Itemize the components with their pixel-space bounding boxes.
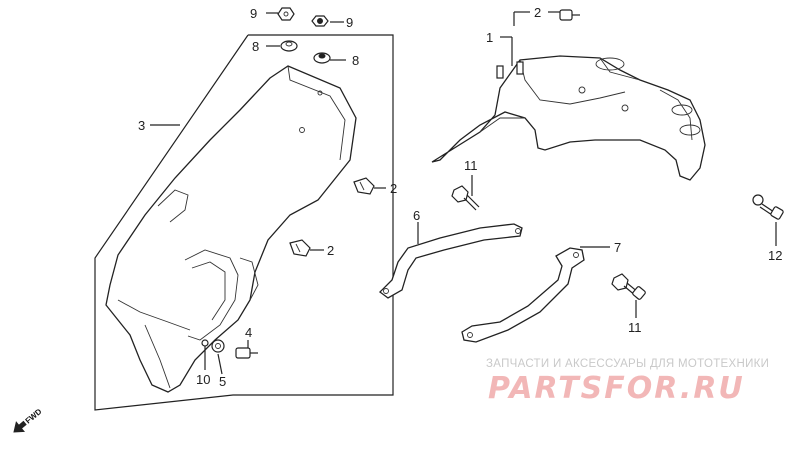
callout-2-top: 2: [534, 5, 541, 20]
callout-10: 10: [196, 372, 210, 387]
clip-2-middle: [353, 177, 375, 195]
hardware-nut-5: [211, 339, 225, 353]
fwd-label: FWD: [24, 407, 44, 426]
callout-2-lower: 2: [327, 243, 334, 258]
bolt-11-upper: [451, 185, 480, 211]
callout-8-right: 8: [352, 53, 359, 68]
stay-bracket-6: [379, 223, 523, 299]
stay-bracket-7: [461, 247, 585, 343]
hardware-bolt-4: [235, 347, 258, 359]
callout-8-left: 8: [252, 39, 259, 54]
hardware-nut-9-left: [277, 7, 295, 21]
callout-9-left: 9: [250, 6, 257, 21]
clip-2-top: [559, 9, 580, 21]
watermark-tagline: ЗАПЧАСТИ И АКСЕССУАРЫ ДЛЯ МОТОТЕХНИКИ: [486, 358, 769, 370]
assembly-group-outline: [94, 34, 394, 411]
hardware-washer-8-right: [313, 52, 331, 64]
callout-4: 4: [245, 325, 252, 340]
callout-11-lower: 11: [628, 320, 642, 335]
fwd-marker: FWD: [13, 407, 44, 433]
arrow-icon: [13, 420, 27, 433]
callout-5: 5: [219, 374, 226, 389]
bolt-12: [752, 194, 784, 220]
callout-12: 12: [768, 248, 782, 263]
callout-7: 7: [614, 240, 621, 255]
callout-9-right: 9: [346, 15, 353, 30]
rear-fender-part: [105, 65, 357, 393]
callout-3: 3: [138, 118, 145, 133]
callout-2-middle: 2: [390, 181, 397, 196]
hardware-nut-9-right: [311, 15, 329, 27]
clip-2-lower: [289, 239, 311, 257]
callout-1: 1: [486, 30, 493, 45]
hardware-screw-10: [201, 339, 209, 362]
hardware-washer-8-left: [280, 40, 298, 52]
bolt-11-lower: [611, 273, 646, 300]
callout-11-upper: 11: [464, 158, 478, 173]
callout-6: 6: [413, 208, 420, 223]
watermark-brand: PARTSFOR.RU: [488, 371, 745, 406]
leader-lines: [150, 11, 777, 375]
rear-frame-part: [431, 55, 706, 181]
